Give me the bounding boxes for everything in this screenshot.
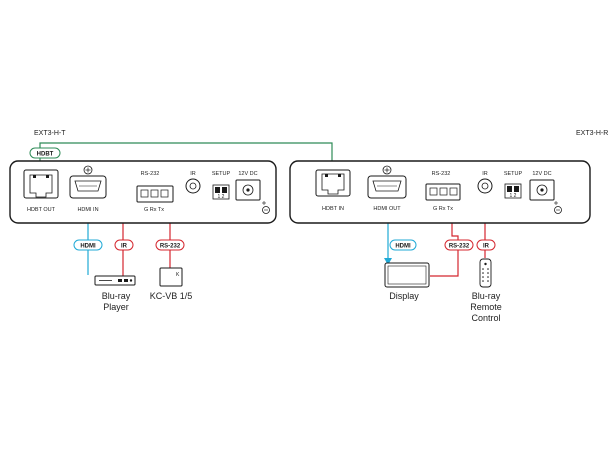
tx-rs232-port-label: RS-232: [141, 171, 160, 177]
tx-setup-pins-label: 1 2: [218, 194, 225, 200]
tx-power-label: 12V DC: [238, 171, 257, 177]
rx-power-label: 12V DC: [532, 171, 551, 177]
tx-ir-jack-icon: [185, 178, 201, 194]
rx-rs232-cable-tag: RS-232: [444, 239, 474, 251]
svg-text:RS-232: RS-232: [449, 244, 470, 250]
tx-ground-icon: [262, 201, 270, 214]
remote-control-icon: [479, 258, 492, 288]
hdbt-cable-tag: HDBT: [29, 147, 61, 159]
hdmi-out-label: HDMI OUT: [373, 206, 401, 212]
receiver-device: HDBT IN HDMI OUT RS-232 G Rx Tx IR: [289, 160, 591, 224]
tx-ir-cable-tag: IR: [114, 239, 134, 251]
svg-text:IR: IR: [121, 244, 128, 250]
rx-rs232-port-label: RS-232: [432, 171, 451, 177]
hdmi-in-port: [69, 175, 107, 199]
tx-rs232-cable-tag: RS-232: [155, 239, 185, 251]
rx-setup-dip-switch: [504, 183, 522, 199]
remote-label-line2: Remote: [470, 302, 502, 312]
svg-text:HDBT: HDBT: [37, 152, 54, 158]
receiver-model-label: EXT3-H-R: [576, 130, 608, 137]
tx-setup-label: SETUP: [212, 171, 231, 177]
bluray-player-label-line1: Blu-ray: [102, 291, 131, 301]
rx-ground-icon: [554, 201, 562, 214]
hdmi-in-label: HDMI IN: [77, 207, 98, 213]
tx-rs232-terminal: [136, 185, 174, 203]
rx-ir-cable-tag: IR: [476, 239, 496, 251]
hdmi-in-screw-icon: [83, 165, 93, 175]
controller-icon: K: [159, 267, 183, 287]
svg-text:K: K: [176, 272, 180, 278]
rx-setup-label: SETUP: [504, 171, 523, 177]
bluray-player-label-line2: Player: [103, 302, 129, 312]
rx-hdmi-cable-tag: HDMI: [389, 239, 417, 251]
hdbt-in-label: HDBT IN: [322, 206, 344, 212]
remote-label-line1: Blu-ray: [472, 291, 501, 301]
hdbt-in-port: [315, 169, 351, 197]
tx-dc-jack-icon: [235, 179, 261, 201]
rx-hdmi-arrow: [384, 258, 392, 265]
bluray-player-icon: [94, 275, 136, 286]
rx-ir-port-label: IR: [482, 171, 488, 177]
svg-text:HDMI: HDMI: [395, 244, 411, 250]
transmitter-model-label: EXT3-H-T: [34, 130, 66, 137]
tx-setup-dip-switch: [212, 184, 230, 200]
hdbt-out-port: [23, 169, 59, 199]
rx-rs232-terminal: [425, 183, 461, 201]
remote-label-line3: Control: [471, 313, 500, 323]
tx-hdmi-cable-tag: HDMI: [73, 239, 103, 251]
hdmi-out-screw-icon: [382, 165, 392, 175]
hdbt-out-label: HDBT OUT: [27, 207, 56, 213]
display-label: Display: [389, 291, 419, 301]
svg-text:HDMI: HDMI: [80, 244, 96, 250]
tx-ir-port-label: IR: [190, 171, 196, 177]
rx-setup-pins-label: 1 2: [510, 193, 517, 199]
svg-text:IR: IR: [483, 244, 490, 250]
rx-rs232-pins-label: G Rx Tx: [433, 206, 453, 212]
tx-rs232-pins-label: G Rx Tx: [144, 207, 164, 213]
svg-text:RS-232: RS-232: [160, 244, 181, 250]
display-icon: [384, 262, 430, 288]
hdmi-out-port: [367, 175, 407, 199]
rx-dc-jack-icon: [529, 179, 555, 201]
transmitter-device: HDBT OUT HDMI IN RS-232 G Rx Tx IR: [9, 160, 277, 224]
rx-ir-jack-icon: [477, 178, 493, 194]
controller-label: KC-VB 1/5: [150, 291, 193, 301]
